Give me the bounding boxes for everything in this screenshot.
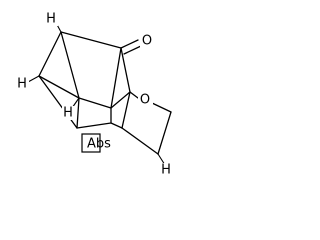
bond xyxy=(78,97,112,109)
bond xyxy=(110,91,131,109)
bond xyxy=(76,122,112,129)
bond-skeleton xyxy=(27,20,172,166)
atom-oxygen-ring: O xyxy=(140,93,150,108)
substituent-box xyxy=(81,133,101,153)
substituent-label: Abs xyxy=(87,137,111,152)
bond xyxy=(121,127,159,155)
bond xyxy=(157,111,172,155)
atom-h-left: H xyxy=(17,77,27,92)
bond xyxy=(60,31,122,49)
bond xyxy=(60,31,80,99)
molecule-structure-diagram: H H H O O H Abs xyxy=(16,12,173,178)
bond xyxy=(27,75,40,83)
bond xyxy=(120,47,131,93)
bond xyxy=(121,91,131,129)
atom-h-top: H xyxy=(46,12,56,27)
atom-labels: H H H O O H Abs xyxy=(16,12,173,178)
bond xyxy=(110,122,123,129)
bond xyxy=(38,31,62,77)
bond xyxy=(123,45,142,55)
bond xyxy=(76,97,80,129)
bond xyxy=(110,47,122,109)
bond xyxy=(151,102,172,113)
bond xyxy=(129,91,139,99)
atom-h-lower-left: H xyxy=(63,106,73,121)
bond xyxy=(38,75,80,99)
bond xyxy=(120,39,139,49)
atom-oxygen-ketone: O xyxy=(142,34,152,49)
atom-h-bottom: H xyxy=(161,163,171,178)
